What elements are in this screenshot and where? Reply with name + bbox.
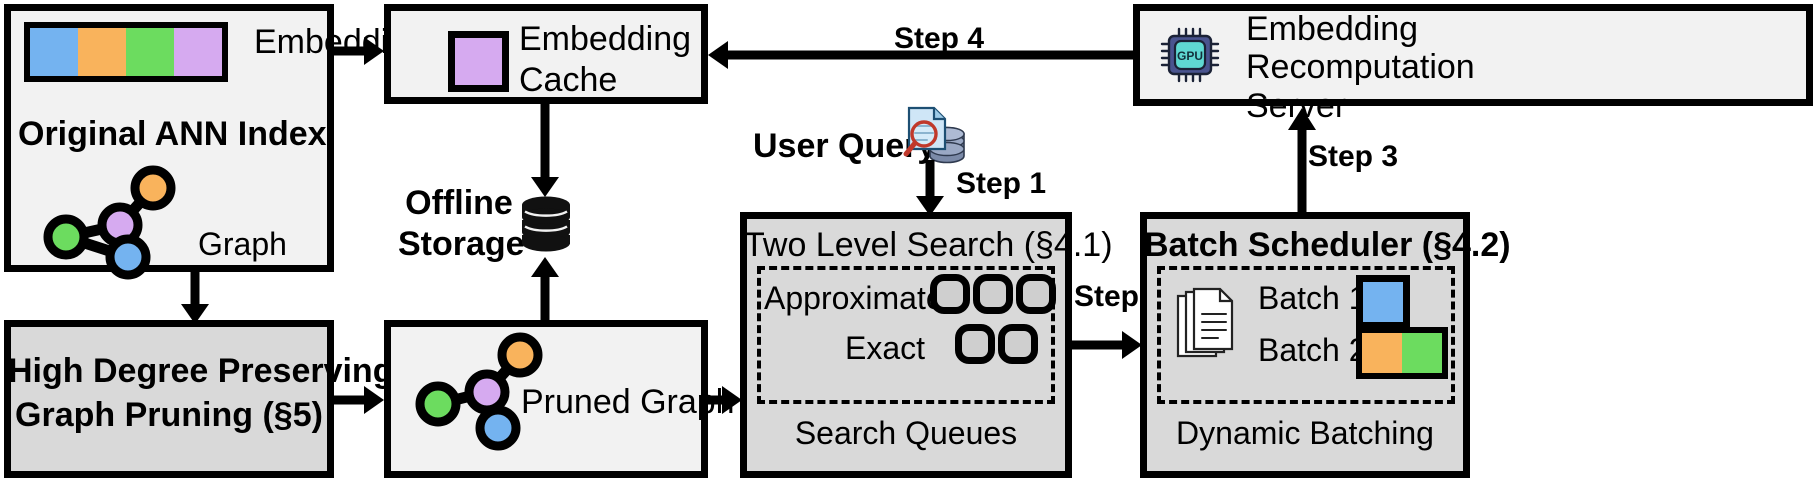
pruned-graph (412, 332, 552, 452)
batch-2-swatches (1356, 327, 1448, 379)
recomputation-server-title: Embedding Recomputation Server (1246, 10, 1475, 125)
embedding-swatch-blue (30, 28, 78, 76)
step3-label: Step 3 (1308, 140, 1399, 173)
approximate-slot-2 (973, 274, 1013, 314)
exact-slot-1 (955, 324, 995, 364)
svg-text:GPU: GPU (1177, 49, 1203, 63)
embedding-swatch-green (126, 28, 174, 76)
batch-2-swatch-green (1402, 333, 1442, 373)
arrow-step4 (706, 40, 1136, 70)
graph-pruning-box (4, 320, 334, 478)
query-search-database-icon (900, 104, 970, 172)
approximate-slot-1 (930, 274, 970, 314)
embedding-swatch-orange (78, 28, 126, 76)
gpu-chip-icon: GPU (1160, 27, 1222, 83)
step1-label: Step 1 (956, 167, 1047, 200)
arrow-step3 (1287, 106, 1317, 214)
exact-row-label: Exact (845, 330, 926, 366)
arrow-step1 (915, 160, 945, 218)
batch-1-label: Batch 1 (1258, 280, 1367, 316)
database-cylinder-icon (520, 196, 572, 252)
embedding-cache-box (384, 4, 708, 104)
graph-label: Graph (198, 226, 287, 262)
original-graph (28, 165, 178, 280)
batch-2-label: Batch 2 (1258, 332, 1367, 368)
approximate-slot-3 (1016, 274, 1056, 314)
graph-pruning-title: High Degree Preserving Graph Pruning (§5… (8, 352, 394, 434)
approximate-row-label: Approximate (764, 280, 944, 316)
batch-2-swatch-orange (1362, 333, 1402, 373)
arrow-index-to-cache (332, 36, 386, 66)
offline-storage-label: Offline Storage (398, 184, 525, 263)
documents-stack-icon (1174, 287, 1240, 362)
step4-label: Step 4 (894, 22, 985, 55)
embedding-swatch-strip (24, 22, 228, 82)
embedding-swatch-purple (174, 28, 222, 76)
embedding-cache-title: Embedding Cache (519, 20, 692, 100)
arrow-pruning-to-pruned-graph (332, 385, 386, 415)
search-queues-footer: Search Queues (794, 415, 1018, 451)
recomputation-server-box (1133, 4, 1813, 106)
arrow-index-to-pruning (180, 268, 210, 326)
batch-1-swatch-blue (1356, 275, 1410, 329)
dynamic-batching-panel (1157, 266, 1455, 404)
dynamic-batching-footer: Dynamic Batching (1176, 415, 1434, 451)
embedding-cache-swatch (448, 31, 509, 92)
search-queues-panel (757, 266, 1055, 404)
batch-scheduler-title: Batch Scheduler (§4.2) (1144, 226, 1511, 264)
original-ann-index-title: Original ANN Index (18, 115, 327, 153)
exact-slot-2 (998, 324, 1038, 364)
two-level-search-title: Two Level Search (§4.1) (744, 226, 1113, 264)
arrow-cache-to-storage (530, 103, 560, 199)
arrow-step2 (1072, 330, 1144, 360)
pruned-graph-label: Pruned Graph (521, 383, 735, 421)
arrow-pruned-to-search (706, 385, 744, 415)
